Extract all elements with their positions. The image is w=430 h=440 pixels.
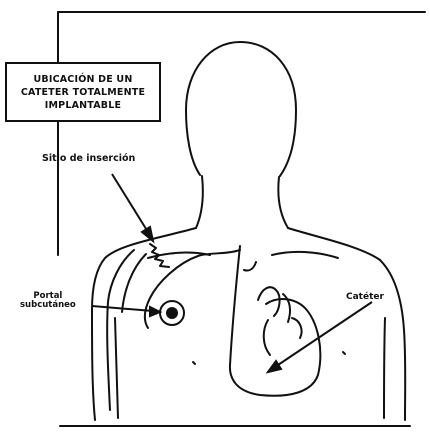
vessel-line-2: [122, 254, 146, 312]
heart-vessel-5: [292, 318, 302, 338]
right-arm-inner: [384, 318, 385, 418]
title-line-2: CATETER TOTALMENTE: [21, 86, 145, 99]
catheter-arrowhead: [268, 361, 281, 372]
right-shoulder: [288, 228, 405, 420]
heart-vessel-4: [244, 262, 256, 271]
left-arm-inner: [115, 318, 118, 418]
title-line-1: UBICACIÓN DE UN: [33, 73, 132, 86]
title-box: UBICACIÓN DE UN CATETER TOTALMENTE IMPLA…: [5, 62, 161, 122]
label-catheter: Catéter: [346, 293, 384, 302]
left-nipple: [193, 362, 195, 364]
insertion-arrow-line: [112, 174, 148, 232]
port-inner-dot: [166, 307, 178, 319]
label-port: Portal subcutáneo: [20, 292, 76, 310]
catheter-outer: [230, 246, 320, 396]
label-insertion-site: Sitio de inserción: [42, 154, 135, 164]
tunnel-zigzag: [150, 244, 169, 267]
vessel-line-1: [107, 250, 134, 410]
heart-vessel-2: [264, 320, 270, 355]
right-nipple: [343, 352, 345, 354]
neck-outline: [196, 176, 288, 228]
port-arrowhead: [150, 307, 160, 316]
title-line-3: IMPLANTABLE: [45, 99, 121, 112]
label-port-line-2: subcutáneo: [20, 301, 76, 310]
insertion-arrowhead: [142, 227, 153, 241]
head-outline: [186, 42, 296, 176]
catheter-loop: [145, 250, 240, 328]
right-clavicle: [272, 252, 338, 258]
